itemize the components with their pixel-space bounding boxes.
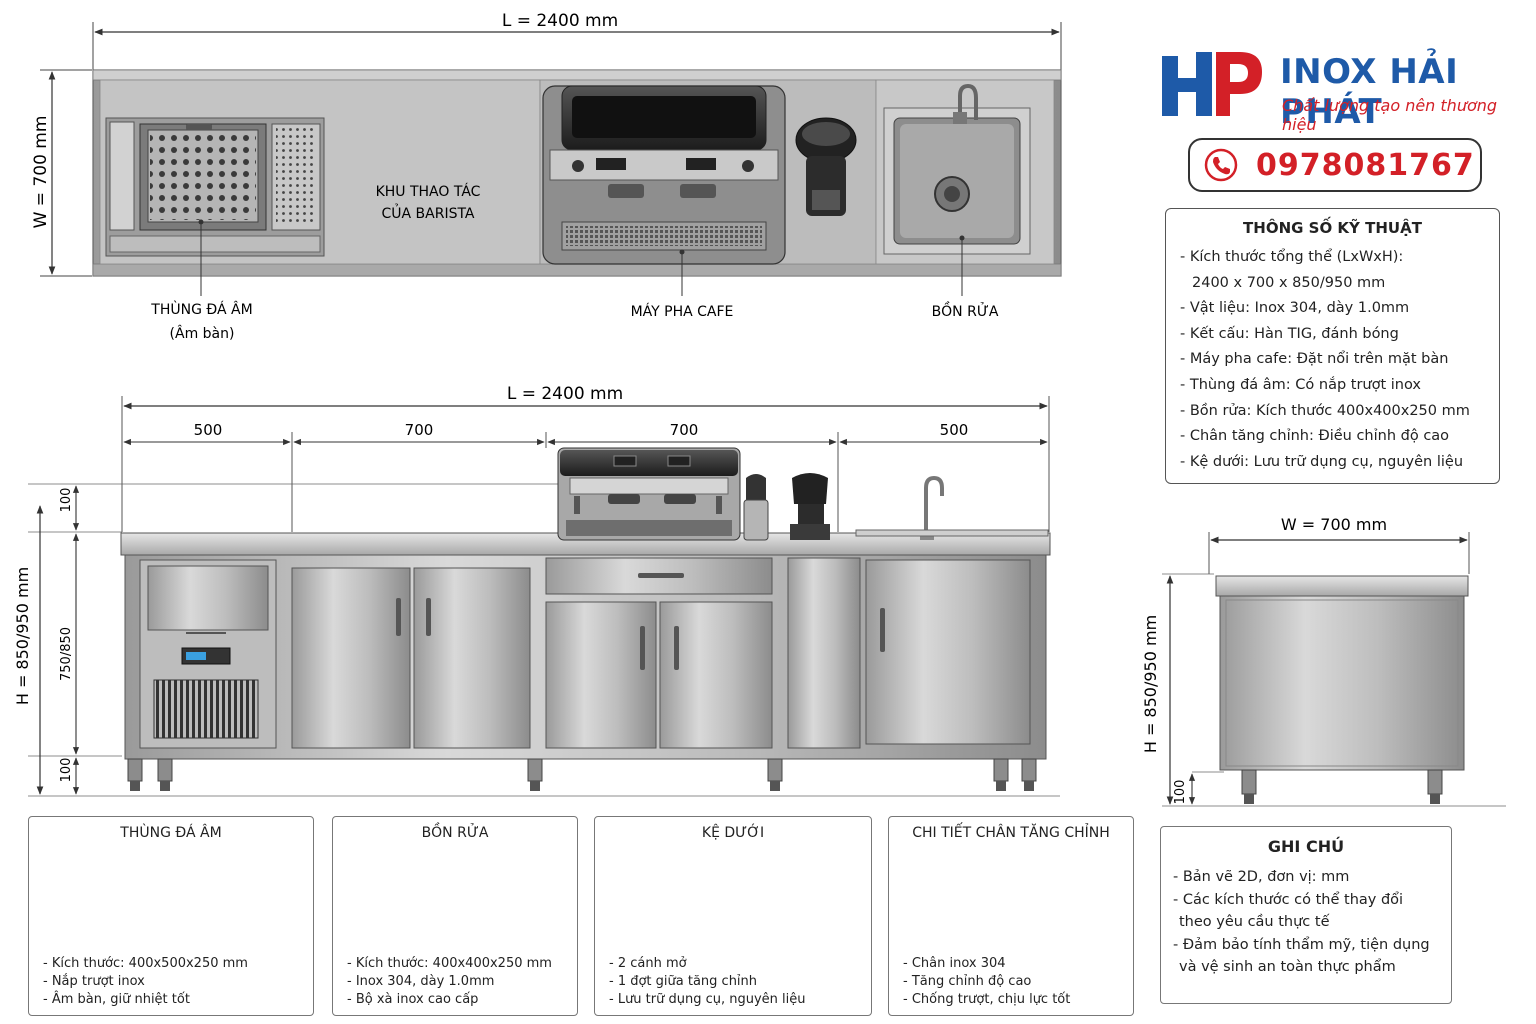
detail-item: - Kích thước: 400x500x250 mm [43, 956, 248, 971]
detail-list: - 2 cánh mở - 1 đợt giữa tăng chỉnh - Lư… [609, 955, 806, 1009]
detail-title: KỆ DƯỚI [701, 825, 765, 841]
phone-number[interactable]: 0978081767 [1256, 147, 1475, 183]
detail-list: - Kích thước: 400x400x250 mm - Inox 304,… [347, 955, 552, 1009]
phone-icon [1204, 148, 1238, 182]
detail-sink: BỒN RỬA - Kích thước: 400x400x250 mm - I… [332, 816, 578, 1016]
note-item: - Các kích thước có thể thay đổi [1173, 891, 1404, 908]
segment-3-label: 700 [670, 421, 699, 439]
sink-front [855, 475, 1049, 540]
notes-list: - Bản vẽ 2D, đơn vị: mm - Các kích thước… [1173, 866, 1451, 979]
segment-2-label: 700 [405, 421, 434, 439]
ice-maker-unit [139, 559, 277, 749]
notes-panel: GHI CHÚ - Bản vẽ 2D, đơn vị: mm - Các kí… [1160, 826, 1452, 1004]
side-width-label: W = 700 mm [1281, 515, 1387, 534]
detail-item: - Kích thước: 400x400x250 mm [347, 956, 552, 971]
detail-list: - Chân inox 304 - Tăng chỉnh độ cao - Ch… [903, 955, 1070, 1009]
spec-title: THÔNG SỐ KỸ THUẬT [1243, 219, 1422, 237]
cabinet-doors-left [291, 567, 531, 749]
coffee-callout: MÁY PHA CAFE [631, 303, 734, 320]
detail-list: - Kích thước: 400x500x250 mm - Nắp trượt… [43, 955, 248, 1009]
segment-1-label: 500 [194, 421, 223, 439]
detail-item: - 1 đợt giữa tăng chỉnh [609, 974, 758, 989]
brand-slogan: Chất lượng tạo nên thương hiệu [1282, 96, 1498, 134]
hp-logo-icon [1162, 52, 1262, 116]
detail-item: - 2 cánh mở [609, 956, 687, 971]
leg-margin-label: 100 [59, 758, 74, 783]
side-countertop [1215, 575, 1469, 597]
detail-title: CHI TIẾT CHÂN TĂNG CHỈNH [912, 825, 1110, 841]
detail-item: - Chân inox 304 [903, 956, 1006, 971]
grinder-top [795, 117, 857, 216]
cabinet-doors-middle [545, 557, 861, 749]
note-item: - Đảm bảo tính thẩm mỹ, tiện dụng [1173, 936, 1430, 953]
spec-item: - Chân tăng chỉnh: Điều chỉnh độ cao [1180, 428, 1450, 445]
detail-item: - Lưu trữ dụng cụ, nguyên liệu [609, 992, 806, 1007]
detail-item: - Bộ xà inox cao cấp [347, 992, 479, 1007]
side-leg-margin-label: 100 [1173, 780, 1188, 805]
front-length-label: L = 2400 mm [507, 384, 623, 404]
front-legs [127, 758, 1037, 791]
ice-bin-callout: THÙNG ĐÁ ÂM [150, 300, 252, 318]
top-length-label: L = 2400 mm [502, 11, 618, 31]
spec-item: - Kết cấu: Hàn TIG, đánh bóng [1180, 325, 1399, 342]
detail-title: BỒN RỬA [421, 825, 489, 841]
detail-item: - Chống trượt, chịu lực tốt [903, 992, 1071, 1007]
notes-title: GHI CHÚ [1267, 837, 1345, 856]
spec-item: - Kệ dưới: Lưu trữ dụng cụ, nguyên liệu [1180, 453, 1464, 470]
note-item: theo yêu cầu thực tế [1179, 914, 1330, 930]
segment-4-label: 500 [940, 421, 969, 439]
side-height-label: H = 850/950 mm [1141, 615, 1160, 753]
grinders-front [743, 473, 830, 541]
spec-item: - Thùng đá âm: Có nắp trượt inox [1180, 376, 1422, 393]
barista-zone-label-1: KHU THAO TÁC [376, 183, 481, 200]
top-margin-label: 100 [59, 488, 74, 513]
spec-panel: THÔNG SỐ KỸ THUẬT - Kích thước tổng thể … [1165, 208, 1500, 484]
front-view: L = 2400 mm 500 700 700 500 H = 850/950 … [13, 384, 1060, 797]
top-view: L = 2400 mm W = 700 mm KHU THAO TÁC CỦA … [31, 11, 1062, 342]
detail-item: - Inox 304, dày 1.0mm [347, 974, 495, 989]
coffee-machine-front [557, 447, 741, 541]
top-width-label: W = 700 mm [31, 116, 51, 229]
ice-bin-callout-sub: (Âm bàn) [170, 324, 235, 342]
cabinet-door-right [865, 559, 1031, 745]
note-item: và vệ sinh an toàn thực phẩm [1179, 959, 1396, 975]
coffee-machine-top [542, 85, 786, 265]
spec-item: - Bồn rửa: Kích thước 400x400x250 mm [1180, 402, 1470, 419]
sink-callout: BỒN RỬA [932, 301, 999, 320]
brand-logo: INOX HẢI PHÁT Chất lượng tạo nên thương … [1160, 46, 1520, 134]
detail-item: - Tăng chỉnh độ cao [903, 974, 1032, 989]
spec-list: - Kích thước tổng thể (LxWxH): 2400 x 70… [1180, 245, 1499, 475]
counter-height-label: 750/850 [59, 627, 74, 681]
front-height-label: H = 850/950 mm [13, 567, 32, 705]
note-item: - Bản vẽ 2D, đơn vị: mm [1173, 869, 1350, 885]
barista-zone-label-2: CỦA BARISTA [381, 203, 474, 222]
detail-item: - Nắp trượt inox [43, 974, 145, 989]
detail-item: - Âm bàn, giữ nhiệt tốt [43, 992, 190, 1007]
phone-box[interactable]: 0978081767 [1188, 138, 1482, 192]
spec-item: - Máy pha cafe: Đặt nổi trên mặt bàn [1180, 351, 1449, 368]
spec-item: - Kích thước tổng thể (LxWxH): [1180, 249, 1404, 265]
spec-item: 2400 x 700 x 850/950 mm [1192, 274, 1386, 291]
side-view: W = 700 mm H = 850/950 mm 100 [1141, 515, 1506, 807]
sink-top [883, 83, 1031, 255]
detail-title: THÙNG ĐÁ ÂM [120, 825, 222, 841]
spec-item: - Vật liệu: Inox 304, dày 1.0mm [1180, 300, 1410, 317]
side-cabinet [1219, 595, 1465, 771]
brand-name: INOX HẢI PHÁT [1280, 52, 1459, 132]
detail-shelf: KỆ DƯỚI - 2 cánh mở - 1 đợt giữa tăng ch… [594, 816, 872, 1016]
detail-foot: CHI TIẾT CHÂN TĂNG CHỈNH - Chân inox 304… [888, 816, 1134, 1016]
ice-bin-top [105, 117, 325, 257]
detail-ice-bin: THÙNG ĐÁ ÂM - Kích thước: 400x500x250 mm… [28, 816, 314, 1016]
